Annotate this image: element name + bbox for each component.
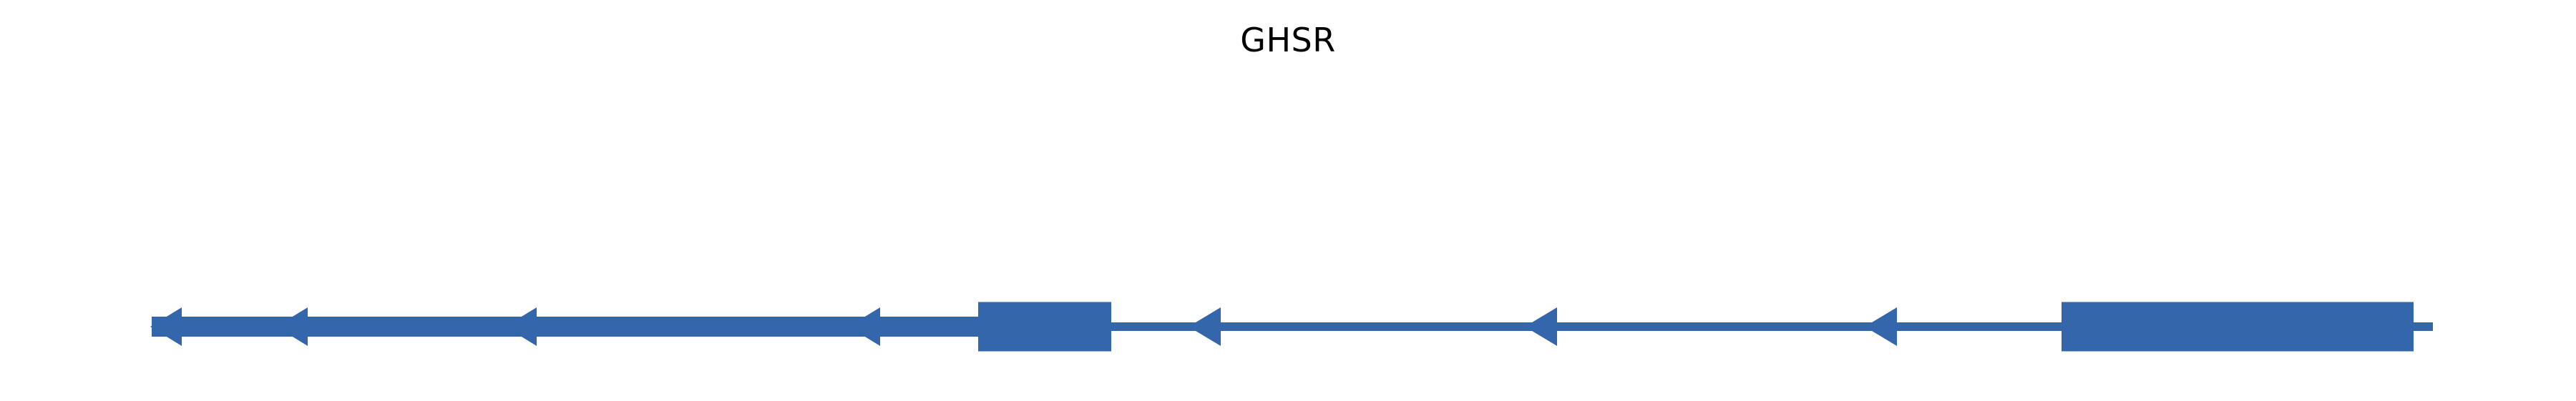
page-title: GHSR [1240, 21, 1336, 59]
tail-stub [2414, 322, 2433, 331]
strand-arrow-7-left-arrow-icon [1865, 307, 1897, 346]
strand-arrow-6-left-arrow-icon [1525, 307, 1557, 346]
intron-line [1108, 322, 2065, 331]
strand-arrow-5-left-arrow-icon [1189, 307, 1221, 346]
exon-box-2 [2062, 302, 2414, 352]
strand-arrow-2-left-arrow-icon [276, 307, 308, 346]
strand-arrow-1-left-arrow-icon [150, 307, 182, 346]
strand-arrow-4-left-arrow-icon [849, 307, 880, 346]
exon-box-1 [978, 302, 1111, 352]
strand-arrow-3-left-arrow-icon [505, 307, 537, 346]
